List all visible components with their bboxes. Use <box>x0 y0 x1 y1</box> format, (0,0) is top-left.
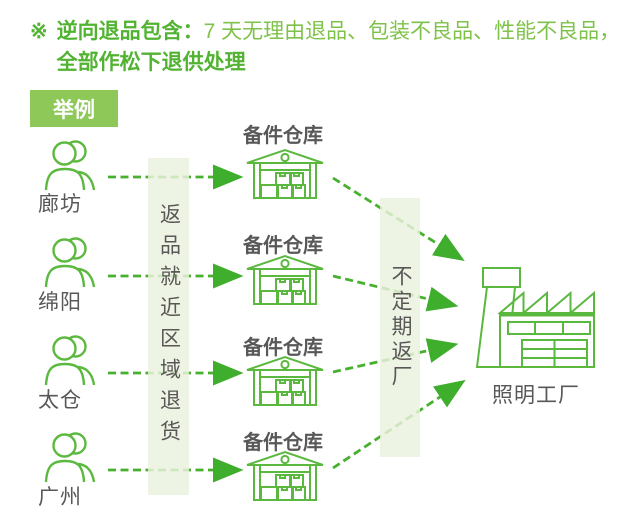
warehouse-icon-4 <box>246 451 324 501</box>
warehouse-icon-1 <box>246 149 324 199</box>
warehouse-label-1: 备件仓库 <box>243 125 323 147</box>
warehouse-label-4: 备件仓库 <box>243 432 323 454</box>
person-icon-origin2 <box>44 237 96 289</box>
person-icon-origin4 <box>44 432 96 484</box>
example-badge: 举例 <box>30 90 118 127</box>
stage1-band: 返品就近区域退货 <box>148 158 189 495</box>
origin-label-3: 太仓 <box>38 389 82 412</box>
warehouse-icon-2 <box>246 255 324 305</box>
factory-icon <box>476 267 595 368</box>
factory-label: 照明工厂 <box>492 384 580 407</box>
note-lead: 逆向退品包含： <box>56 20 204 43</box>
origin-label-2: 绵阳 <box>38 291 82 314</box>
note-tail: 全部作松下退供处理 <box>56 51 246 74</box>
warehouse-icon-3 <box>246 356 324 406</box>
origin-label-4: 广州 <box>38 486 82 509</box>
warehouse-label-2: 备件仓库 <box>243 235 323 257</box>
note-body: 7 天无理由退品、包装不良品、性能不良品， <box>203 20 621 43</box>
warehouse-label-3: 备件仓库 <box>243 337 323 359</box>
person-icon-origin3 <box>44 335 96 387</box>
person-icon-origin1 <box>44 140 96 192</box>
stage2-band: 不定期返厂 <box>380 198 420 457</box>
origin-label-1: 廊坊 <box>38 193 82 216</box>
stage1-band-label: 返品就近区域退货 <box>157 202 181 451</box>
note-marker: ※ <box>30 20 48 43</box>
note: ※ 逆向退品包含：7 天无理由退品、包装不良品、性能不良品， 全部作松下退供处理 <box>30 16 620 78</box>
stage2-band-label: 不定期返厂 <box>389 265 412 390</box>
note-text: 逆向退品包含：7 天无理由退品、包装不良品、性能不良品， 全部作松下退供处理 <box>57 16 621 78</box>
